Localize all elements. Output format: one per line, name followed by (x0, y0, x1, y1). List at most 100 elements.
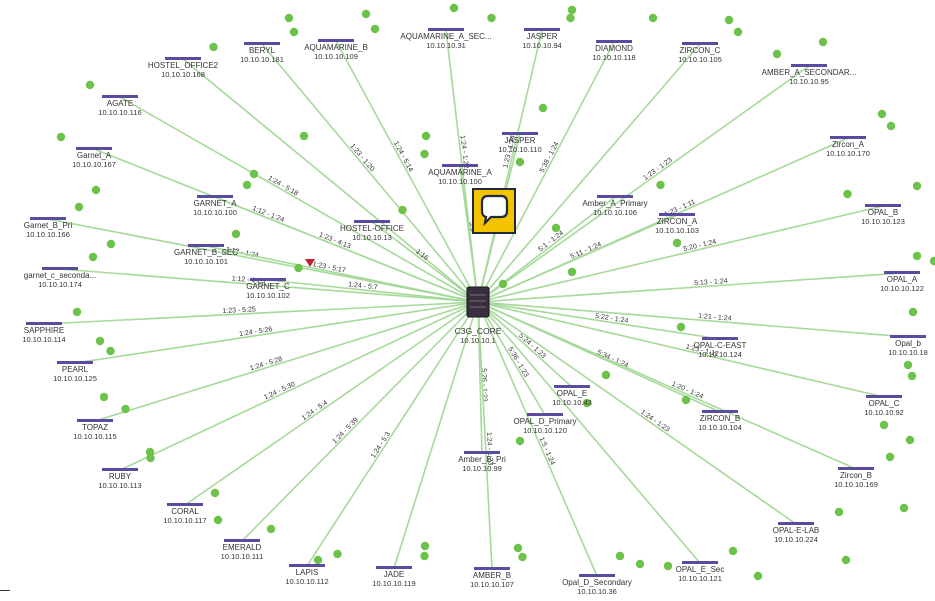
link-line[interactable] (335, 40, 479, 303)
link-line[interactable] (214, 196, 479, 303)
link-line[interactable] (261, 43, 479, 303)
link-line[interactable] (459, 165, 479, 303)
device-node-zircon-a[interactable]: Zircon_A10.10.10.170 (826, 136, 870, 158)
device-status-dot (905, 435, 915, 445)
link-port-label: 1:24 - 5:26 (239, 326, 273, 338)
device-ip: 10.10.10.167 (72, 160, 116, 169)
link-line[interactable] (477, 301, 857, 470)
link-line[interactable] (241, 301, 479, 542)
device-name: DIAMOND (595, 44, 633, 53)
link-line[interactable] (477, 272, 903, 303)
alert-triangle-icon[interactable] (305, 259, 315, 267)
link-line[interactable] (393, 301, 479, 569)
link-line[interactable] (477, 214, 678, 303)
link-line[interactable] (371, 221, 479, 303)
device-node-amber-b[interactable]: AMBER_B10.10.10.107 (470, 567, 514, 589)
link-line[interactable] (94, 301, 479, 422)
device-node-aquamarine-a-sec[interactable]: AQUAMARINE_A_SEC...10.10.10.31 (400, 28, 492, 50)
device-node-garnet-a[interactable]: GARNET_A10.10.10.100 (193, 195, 237, 217)
link-port-label: 5:26 - 1:23 (480, 368, 488, 402)
device-node-opal-a[interactable]: OPAL_A10.10.10.122 (880, 271, 924, 293)
device-status-bar (77, 419, 113, 422)
device-status-dot (753, 571, 763, 581)
device-ip: 10.10.10.120 (523, 426, 567, 435)
device-node-garnet-a[interactable]: Garnet_A10.10.10.167 (72, 147, 116, 169)
link-line[interactable] (119, 96, 479, 303)
link-line[interactable] (477, 301, 701, 564)
device-node-aquamarine-b[interactable]: AQUAMARINE_B10.10.10.109 (304, 39, 368, 61)
link-line[interactable] (477, 301, 721, 340)
link-line[interactable] (74, 301, 479, 364)
device-node-garnet-c[interactable]: GARNET_C10.10.10.102 (246, 278, 290, 300)
device-node-opal-b[interactable]: Opal_b10.10.10.18 (888, 335, 928, 357)
device-node-opal-e[interactable]: OPAL_E10.10.10.43 (552, 385, 592, 407)
device-ip: 10.10.10.116 (98, 108, 141, 117)
link-line[interactable] (119, 301, 479, 471)
link-line[interactable] (477, 65, 810, 303)
link-line[interactable] (477, 43, 701, 303)
link-line[interactable] (477, 301, 493, 570)
device-node-zircon-a[interactable]: ZIRCON_A10.10.10.103 (655, 213, 699, 235)
device-node-opal-c[interactable]: OPAL_C10.10.10.92 (864, 395, 904, 417)
link-line[interactable] (477, 301, 546, 416)
device-node-garnet-c-seconda[interactable]: garnet_c_seconda...10.10.10.174 (24, 267, 97, 289)
link-line[interactable] (306, 301, 479, 567)
link-line[interactable] (477, 205, 884, 303)
link-line[interactable] (477, 41, 615, 303)
link-port-label: 1:24 - 1:23 (485, 432, 494, 466)
device-status-dot (421, 131, 431, 141)
chat-button[interactable] (472, 188, 516, 234)
link-line[interactable] (184, 301, 479, 506)
device-name: OPAL_D_Primary (514, 417, 577, 426)
device-node-opal-b[interactable]: OPAL_B10.10.10.123 (861, 204, 905, 226)
device-ip: 10.10.10.18 (888, 348, 928, 357)
device-node-zircon-b[interactable]: ZIRCON_B10.10.10.104 (698, 410, 742, 432)
link-line[interactable] (477, 301, 909, 338)
device-status-dot (879, 420, 889, 430)
link-line[interactable] (267, 279, 479, 303)
link-line[interactable] (477, 301, 885, 398)
device-node-amber-a-secondar[interactable]: AMBER_A_SECONDAR...10.10.10.95 (762, 64, 857, 86)
device-node-zircon-b[interactable]: Zircon_B10.10.10.169 (834, 467, 878, 489)
device-status-dot (518, 552, 527, 562)
device-node-zircon-c[interactable]: ZIRCON_C10.10.10.105 (678, 42, 722, 64)
device-node-aquamarine-a[interactable]: AQUAMARINE_A10.10.10.100 (428, 164, 492, 186)
device-status-dot (106, 346, 115, 356)
link-line[interactable] (59, 268, 479, 303)
link-line[interactable] (182, 58, 479, 303)
device-name: OPAL_A (887, 275, 918, 284)
link-line[interactable] (477, 301, 797, 525)
link-line[interactable] (47, 218, 479, 303)
link-line[interactable] (477, 301, 598, 577)
link-line[interactable] (205, 245, 479, 303)
link-line[interactable] (477, 301, 573, 388)
link-line[interactable] (43, 301, 479, 325)
device-status-dot (724, 15, 734, 25)
core-switch-icon[interactable] (466, 286, 490, 318)
